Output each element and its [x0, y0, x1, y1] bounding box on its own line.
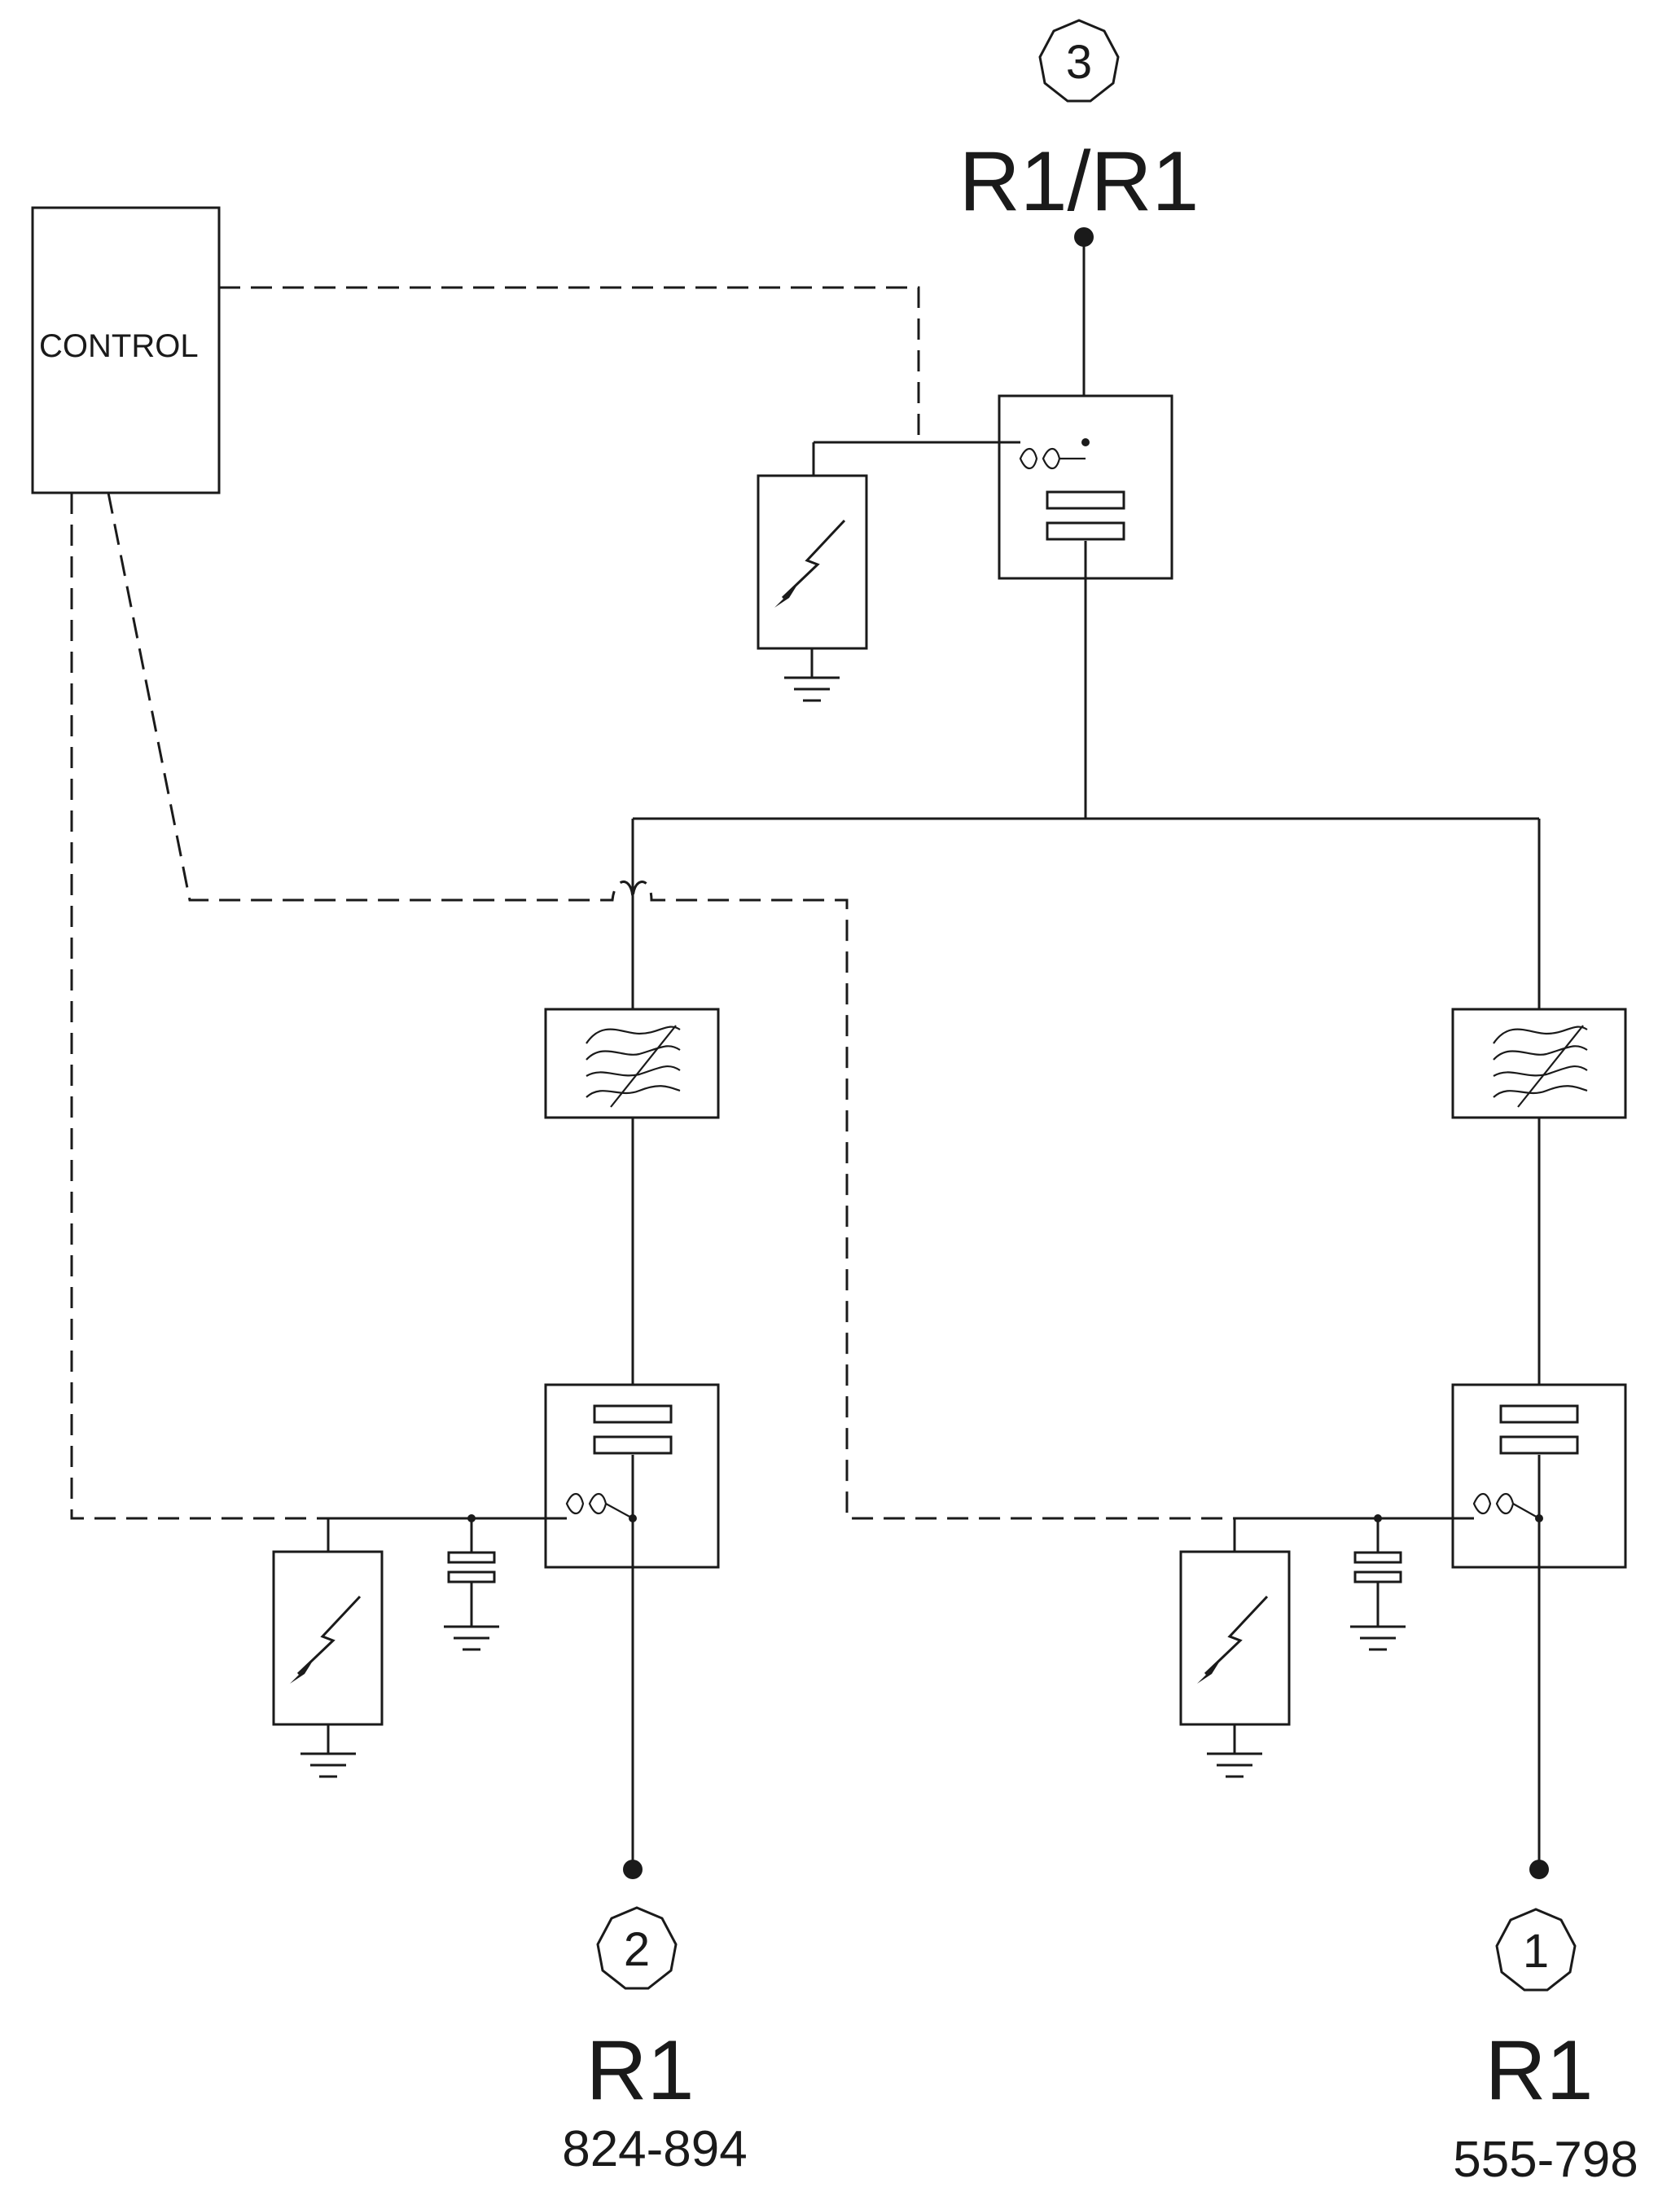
- control-label: CONTROL: [39, 328, 199, 364]
- left-ground-icon: [299, 1752, 357, 1778]
- filter-right: [1451, 1008, 1627, 1119]
- port-1-range: 555-798: [1453, 2132, 1638, 2188]
- top-ground-icon: [783, 676, 841, 702]
- right-ground-icon: [1205, 1752, 1264, 1778]
- left-capacitor: [447, 1551, 496, 1583]
- port-1: 1 R1 555-798: [1453, 1908, 1638, 2188]
- port-1-badge: [1495, 1908, 1577, 1992]
- control-box[interactable]: CONTROL: [31, 206, 221, 494]
- left-cap-ground-icon: [442, 1625, 501, 1651]
- filter-left: [544, 1008, 720, 1119]
- right-cap-ground-icon: [1349, 1625, 1407, 1651]
- port-2-terminal: [623, 1860, 643, 1879]
- port-1-name: R1: [1485, 2023, 1594, 2118]
- right-capacitor: [1353, 1551, 1402, 1583]
- top-surge-arrester: [757, 474, 868, 650]
- port-3-badge: [1038, 19, 1120, 103]
- control-line-right: [107, 492, 1235, 1520]
- port-2-badge: [596, 1906, 678, 1990]
- port-2-name: R1: [586, 2023, 695, 2118]
- port-3-name: R1/R1: [959, 134, 1200, 229]
- port-1-terminal: [1529, 1860, 1549, 1879]
- port-2-number: 2: [624, 1923, 650, 1976]
- port-3: 3 R1/R1: [959, 19, 1200, 229]
- control-line-left: [70, 493, 328, 1520]
- control-line-top: [219, 286, 920, 442]
- right-surge-arrester: [1179, 1550, 1291, 1726]
- left-surge-arrester: [272, 1550, 384, 1726]
- port-2-range: 824-894: [562, 2121, 748, 2177]
- port-2: 2 R1 824-894: [562, 1906, 748, 2177]
- port-1-number: 1: [1523, 1925, 1549, 1978]
- port-3-number: 3: [1066, 36, 1092, 89]
